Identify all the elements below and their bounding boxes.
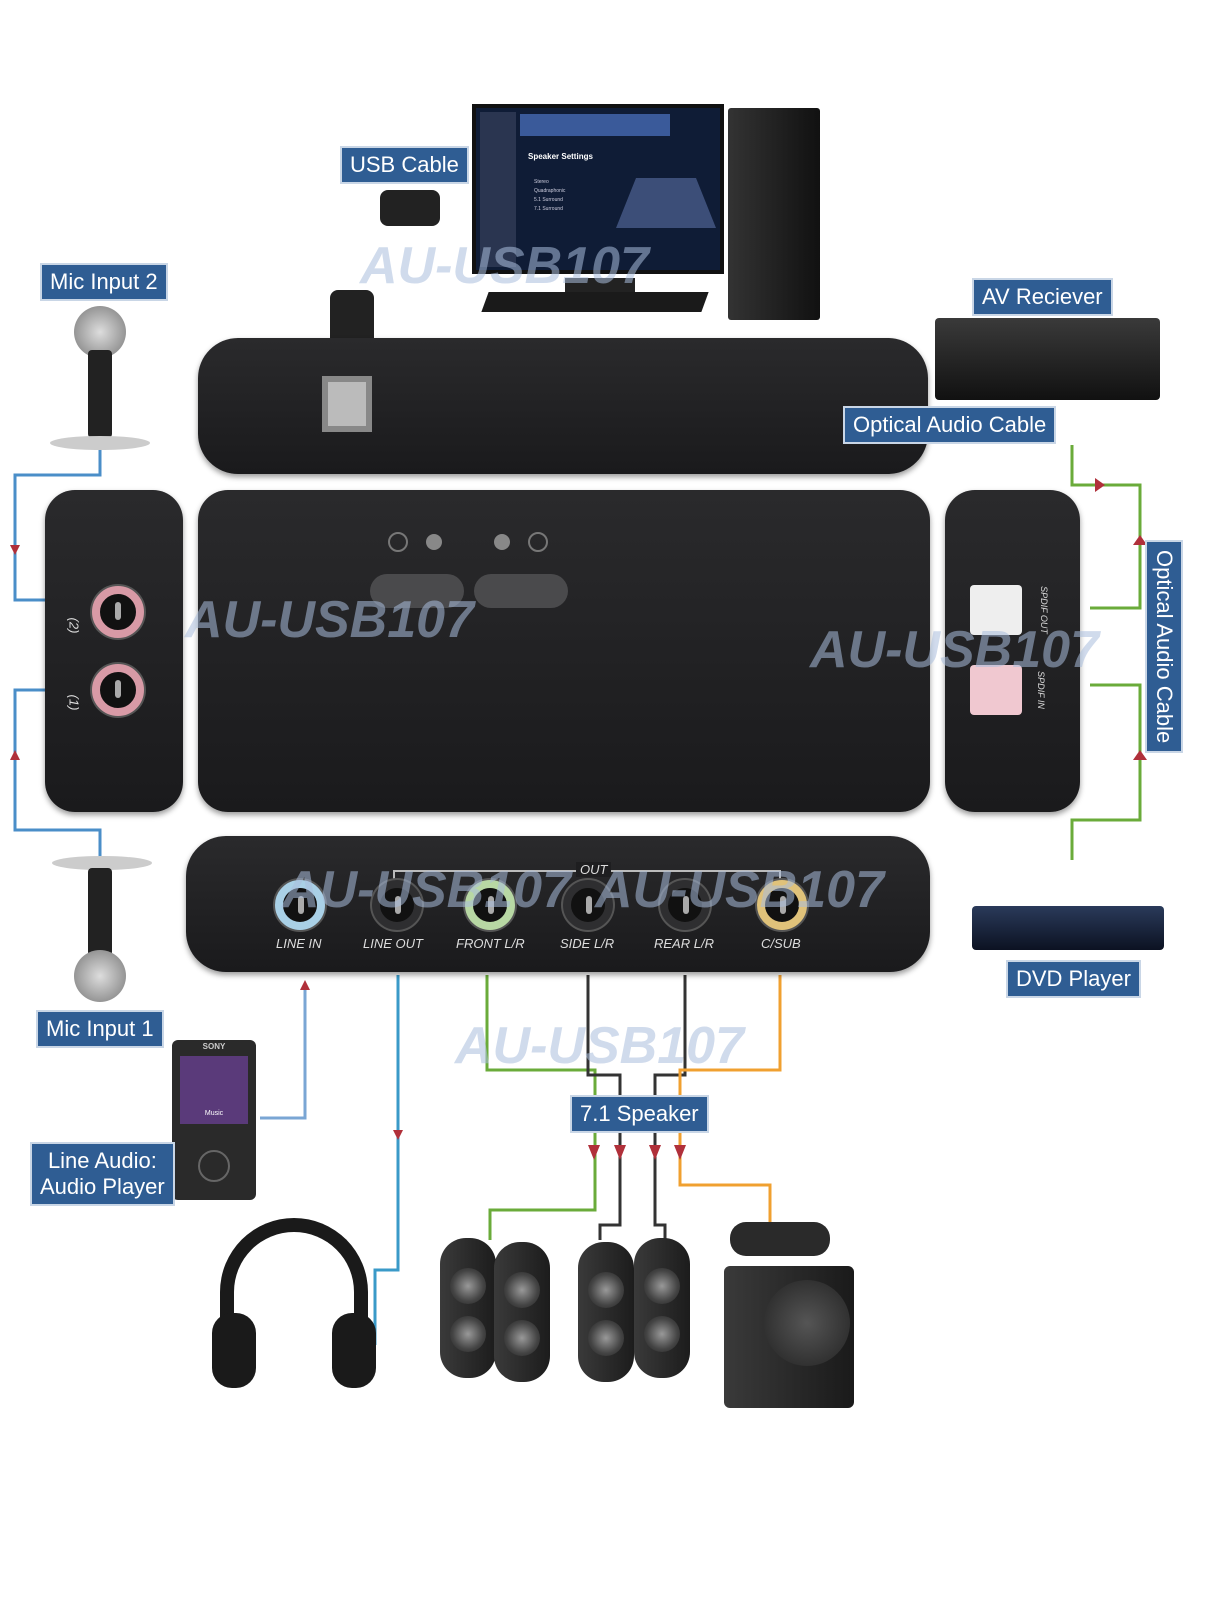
line-out-jack[interactable]	[372, 880, 422, 930]
speaker-label: 7.1 Speaker	[570, 1095, 709, 1133]
option: Quadraphonic	[534, 188, 566, 194]
power-icon	[528, 532, 548, 552]
monitor: Speaker Settings Stereo Quadraphonic 5.1…	[472, 104, 724, 274]
option: 5.1 Surround	[534, 197, 563, 203]
optical-cable-label: Optical Audio Cable	[843, 406, 1057, 444]
line-audio-label: Line Audio: Audio Player	[30, 1142, 175, 1206]
option: Stereo	[534, 179, 549, 185]
watermark: AU-USB107	[185, 591, 474, 649]
watermark: AU-USB107	[282, 861, 571, 919]
microphone-2-stand	[50, 436, 150, 450]
mic-1-jack[interactable]	[92, 664, 144, 716]
usb-b-port	[322, 376, 372, 432]
av-receiver	[935, 318, 1160, 400]
optical-in-cable	[1070, 683, 1142, 860]
microphone-2-handle	[88, 350, 112, 438]
spdif-out-port[interactable]	[970, 585, 1022, 635]
mic-2-port-label: (2)	[66, 617, 82, 634]
watermark: AU-USB107	[810, 621, 1099, 679]
mic-input-2-label: Mic Input 2	[40, 263, 168, 301]
out-label: OUT	[576, 862, 612, 877]
speaker-layout	[616, 178, 716, 228]
led-indicator	[426, 534, 442, 550]
usb-cable-label: USB Cable	[340, 146, 469, 184]
headphones-icon	[212, 1218, 376, 1388]
line-in-cable	[260, 985, 307, 1120]
dvd-player-label: DVD Player	[1006, 960, 1141, 998]
dvd-player	[972, 906, 1164, 950]
mic-input-1-label: Mic Input 1	[36, 1010, 164, 1048]
line-out-cable	[373, 975, 400, 1345]
device-rear-view	[198, 338, 928, 474]
speaker-icon	[578, 1242, 634, 1382]
device-left-side	[45, 490, 183, 812]
usb-plug	[380, 190, 440, 226]
speaker-icon	[494, 1242, 550, 1382]
line-in-label: LINE IN	[276, 936, 322, 951]
center-speaker-icon	[730, 1222, 830, 1256]
line-audio-label-line2: Audio Player	[40, 1174, 165, 1199]
optical-cable-vertical-label: Optical Audio Cable	[1145, 540, 1183, 754]
device-right-side	[945, 490, 1080, 812]
volume-button[interactable]	[474, 574, 568, 608]
microphone-1-icon	[74, 950, 126, 1002]
player-dpad[interactable]	[198, 1150, 230, 1182]
front-cable	[485, 975, 597, 1240]
microphone-2-icon	[74, 306, 126, 358]
microphone-1-handle	[88, 868, 112, 956]
pc-tower	[728, 108, 820, 320]
side-lr-jack[interactable]	[563, 880, 613, 930]
microphone-1-stand	[52, 856, 152, 870]
player-brand: SONY	[202, 1042, 226, 1051]
av-receiver-label: AV Reciever	[972, 278, 1113, 316]
watermark: AU-USB107	[455, 1017, 744, 1075]
line-audio-label-line1: Line Audio:	[47, 1148, 157, 1173]
front-lr-jack[interactable]	[465, 880, 515, 930]
mute-icon	[388, 532, 408, 552]
screen-sidebar	[480, 112, 516, 267]
rear-lr-jack[interactable]	[660, 880, 710, 930]
csub-jack[interactable]	[757, 880, 807, 930]
speaker-icon	[440, 1238, 496, 1378]
led-indicator	[494, 534, 510, 550]
line-in-jack[interactable]	[275, 880, 325, 930]
speaker-options: Stereo Quadraphonic 5.1 Surround 7.1 Sur…	[534, 178, 565, 214]
subwoofer-icon	[724, 1266, 854, 1408]
mic-1-port-label: (1)	[66, 694, 82, 711]
side-lr-label: SIDE L/R	[560, 936, 615, 951]
line-out-label: LINE OUT	[363, 936, 423, 951]
rear-lr-label: REAR L/R	[654, 936, 714, 951]
mic-2-jack[interactable]	[92, 586, 144, 638]
spdif-in-port[interactable]	[970, 665, 1022, 715]
monitor-stand	[565, 278, 635, 292]
csub-label: C/SUB	[761, 936, 801, 951]
mic-mute-button[interactable]	[370, 574, 464, 608]
screen-title: Speaker Settings	[528, 152, 593, 161]
optical-out-cable	[1070, 445, 1142, 610]
option: 7.1 Surround	[534, 206, 563, 212]
mic1-cable	[13, 688, 102, 860]
screen-header	[520, 114, 670, 136]
watermark: AU-USB107	[595, 861, 884, 919]
mic2-cable	[13, 450, 102, 602]
player-screen: Music	[180, 1056, 248, 1124]
speaker-icon	[634, 1238, 690, 1378]
watermark: AU-USB107	[360, 237, 649, 295]
audio-player: SONY Music	[172, 1040, 256, 1200]
device-top-view	[198, 490, 930, 812]
front-lr-label: FRONT L/R	[456, 936, 525, 951]
